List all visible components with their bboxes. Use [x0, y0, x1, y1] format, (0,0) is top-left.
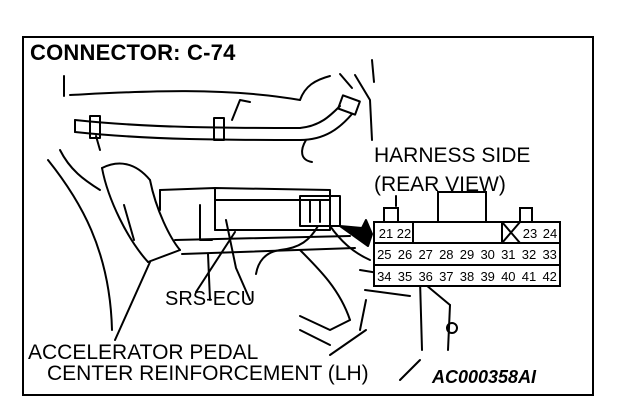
pin-40: 40 [501, 269, 515, 284]
pin-42: 42 [542, 269, 556, 284]
pin-41: 41 [522, 269, 536, 284]
pin-29: 29 [460, 247, 474, 262]
pin-32: 32 [522, 247, 536, 262]
pointer-arrow [339, 219, 373, 247]
pin-36: 36 [418, 269, 432, 284]
pin-38: 38 [460, 269, 474, 284]
pin-31: 31 [501, 247, 515, 262]
pin-26: 26 [398, 247, 412, 262]
diagram-frame [22, 36, 594, 396]
pin-30: 30 [480, 247, 494, 262]
harness-side-label: HARNESS SIDE [374, 144, 531, 167]
pin-22: 22 [397, 226, 411, 241]
pin-34: 34 [377, 269, 391, 284]
pin-row-3: 34 35 36 37 38 39 40 41 42 [377, 269, 557, 284]
pin-23: 23 [523, 226, 537, 241]
accelerator-pedal-label: ACCELERATOR PEDAL [28, 341, 259, 364]
pin-28: 28 [439, 247, 453, 262]
rear-view-label: (REAR VIEW) [374, 173, 506, 196]
pin-35: 35 [398, 269, 412, 284]
pin-25: 25 [377, 247, 391, 262]
center-reinforcement-label: CENTER REINFORCEMENT (LH) [47, 362, 369, 385]
pin-row-2: 25 26 27 28 29 30 31 32 33 [377, 247, 557, 262]
pin-33: 33 [542, 247, 556, 262]
pin-24: 24 [543, 226, 557, 241]
pin-21: 21 [379, 226, 393, 241]
srs-ecu-label: SRS-ECU [165, 288, 256, 310]
pin-37: 37 [439, 269, 453, 284]
connector-title: CONNECTOR: C-74 [30, 40, 236, 65]
pin-27: 27 [418, 247, 432, 262]
pin-39: 39 [480, 269, 494, 284]
figure-code: AC000358AI [432, 367, 537, 387]
